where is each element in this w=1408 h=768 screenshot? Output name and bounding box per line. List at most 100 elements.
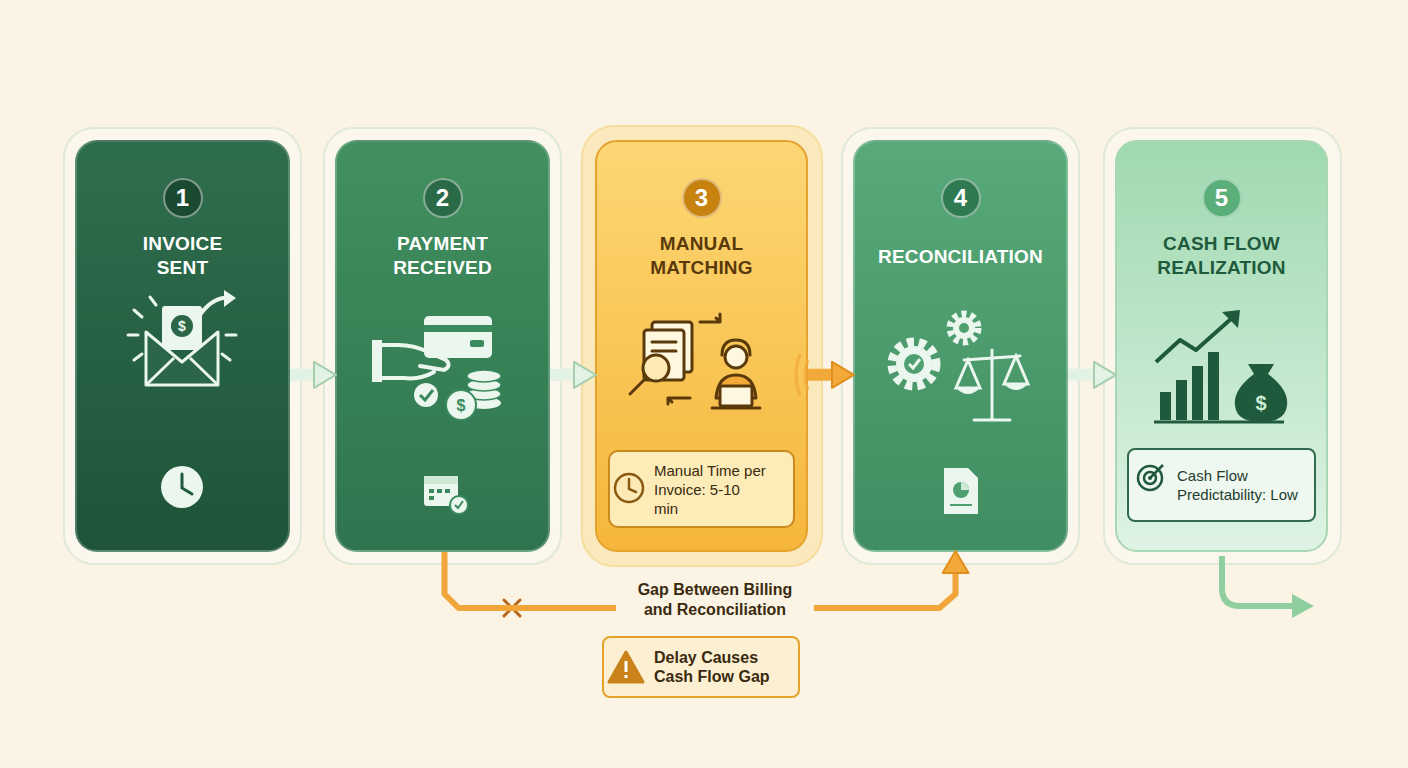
matching-icon xyxy=(652,322,692,372)
note-text: Manual Time per Invoice: 5-10 min xyxy=(654,461,766,518)
target-icon xyxy=(1150,465,1163,478)
highlight-glow xyxy=(582,126,822,566)
calendar-icon xyxy=(424,476,458,484)
reconciliation-icon xyxy=(1004,384,1028,390)
step-number: 4 xyxy=(941,178,981,218)
note-box: Cash Flow Predictability: Low xyxy=(1127,448,1316,522)
flow-arrow xyxy=(808,369,841,381)
envelope-icon xyxy=(146,332,218,385)
clock-icon xyxy=(615,474,643,502)
step-number: 3 xyxy=(682,178,722,218)
reconciliation-icon xyxy=(974,419,1010,422)
envelope-icon xyxy=(224,290,236,307)
clock-icon xyxy=(161,466,203,508)
calendar-icon xyxy=(455,501,463,508)
flow-arrow xyxy=(290,369,323,381)
payment-icon xyxy=(470,340,484,347)
growth-icon xyxy=(1176,380,1187,420)
document-icon xyxy=(961,482,969,490)
calendar-icon xyxy=(437,489,442,493)
payment-icon xyxy=(420,390,433,400)
note-text: Delay Causes Cash Flow Gap xyxy=(654,648,792,686)
matching-icon xyxy=(712,407,760,410)
growth-icon xyxy=(1160,392,1171,420)
step-number: 1 xyxy=(163,178,203,218)
calendar-icon xyxy=(429,496,434,500)
warning-icon xyxy=(609,652,643,682)
payment-icon xyxy=(424,316,492,358)
envelope-icon xyxy=(146,358,218,385)
warning-icon xyxy=(625,661,628,672)
document-icon xyxy=(944,468,978,514)
matching-icon xyxy=(644,330,684,380)
document-icon xyxy=(950,504,972,506)
box-halo xyxy=(64,128,301,564)
calendar-icon xyxy=(450,496,468,514)
process-box: 5CASH FLOW REALIZATION Cash Flow Predicta… xyxy=(1115,140,1328,552)
growth-icon: $ xyxy=(1255,392,1266,414)
calendar-icon xyxy=(424,476,468,514)
reconciliation-icon xyxy=(959,323,969,333)
gap-arrow xyxy=(445,552,956,608)
reconciliation-icon xyxy=(956,360,980,388)
growth-icon xyxy=(1154,421,1284,424)
payment-icon xyxy=(424,325,492,332)
payment-icon xyxy=(467,379,501,391)
reconciliation-icon xyxy=(956,350,1028,420)
reconciliation-icon xyxy=(950,314,978,342)
matching-icon xyxy=(716,375,756,398)
matching-icon xyxy=(725,346,747,368)
box-halo xyxy=(1104,128,1341,564)
calendar-icon xyxy=(445,489,450,493)
payment-icon xyxy=(467,370,501,382)
envelope-icon xyxy=(134,354,142,360)
growth-icon xyxy=(1222,310,1240,328)
reconciliation-icon xyxy=(892,314,1028,420)
growth-icon: $ xyxy=(1154,310,1287,422)
step-number: 5 xyxy=(1202,178,1242,218)
process-box: 3MANUAL MATCHINGManual Time per Invoice:… xyxy=(595,140,808,552)
step-title: CASH FLOW REALIZATION xyxy=(1134,232,1309,280)
target-icon xyxy=(1138,466,1162,490)
reconciliation-icon xyxy=(964,356,1020,360)
calendar-icon xyxy=(429,489,434,493)
reconciliation-icon xyxy=(1004,356,1028,384)
payment-icon xyxy=(372,340,382,382)
payment-icon xyxy=(467,397,501,409)
payment-icon xyxy=(446,390,476,420)
target-icon xyxy=(1138,465,1163,490)
outflow-arrow xyxy=(1222,556,1296,606)
matching-icon xyxy=(720,386,752,406)
target-icon xyxy=(1148,476,1152,480)
payment-icon xyxy=(414,383,438,407)
signal-rings xyxy=(796,354,808,396)
warning-icon xyxy=(609,652,643,682)
reconciliation-icon xyxy=(953,317,975,339)
note-box: Manual Time per Invoice: 5-10 min xyxy=(608,450,795,528)
envelope-icon: $ xyxy=(178,318,186,334)
envelope-icon xyxy=(162,306,202,350)
warning-icon xyxy=(625,675,628,678)
growth-icon xyxy=(1160,352,1219,420)
note-box: Delay Causes Cash Flow Gap xyxy=(602,636,800,698)
matching-icon xyxy=(630,314,760,408)
document-icon xyxy=(944,468,978,514)
document-icon xyxy=(953,482,969,498)
flow-arrow xyxy=(550,369,583,381)
outflow-arrow xyxy=(1292,594,1314,618)
reconciliation-icon xyxy=(896,346,932,382)
calendar-icon xyxy=(424,476,458,506)
clock-icon xyxy=(629,479,636,492)
growth-icon xyxy=(1235,364,1287,422)
break-mark xyxy=(504,600,520,616)
envelope-icon xyxy=(150,297,156,305)
matching-icon xyxy=(700,314,720,322)
clock-icon xyxy=(182,474,192,494)
reconciliation-icon xyxy=(991,350,994,418)
flow-arrow xyxy=(1068,369,1103,381)
box-halo xyxy=(842,128,1079,564)
process-box: 4RECONCILIATION xyxy=(853,140,1068,552)
signal-rings xyxy=(805,360,808,390)
